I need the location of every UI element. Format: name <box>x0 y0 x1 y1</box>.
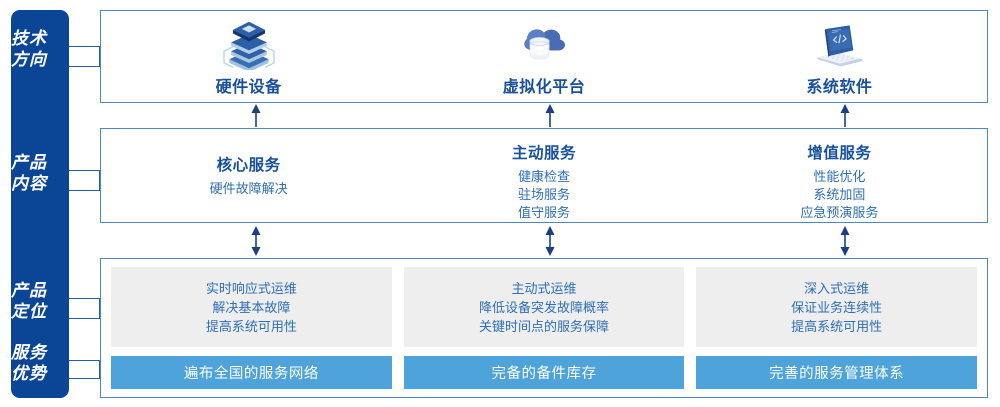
sidebar-label-line2: 内容 <box>11 174 47 193</box>
content-item: 值守服务 <box>517 205 570 220</box>
arrow-up-icon <box>840 104 850 127</box>
arrow-up-down-icon <box>840 226 850 256</box>
bottom-column-1: 实时响应式运维 解决基本故障 提高系统可用性 遍布全国的服务网络 <box>111 267 392 389</box>
position-line: 深入式运维 <box>804 280 870 296</box>
advantage-bar[interactable]: 完备的备件库存 <box>403 356 685 389</box>
sidebar-label-line1: 产品 <box>11 281 47 300</box>
position-line: 保证业务连续性 <box>791 299 883 315</box>
content-title: 主动服务 <box>511 145 576 162</box>
bottom-column-3: 深入式运维 保证业务连续性 提高系统可用性 完善的服务管理体系 <box>696 267 978 389</box>
content-item: 系统加固 <box>813 187 866 202</box>
tech-label-hardware: 硬件设备 <box>215 79 282 96</box>
server-stack-icon <box>222 21 275 70</box>
sidebar-item-product-content[interactable]: 产品 内容 <box>0 152 58 194</box>
sidebar-label-line1: 产品 <box>11 153 47 172</box>
position-line: 关键时间点的服务保障 <box>479 318 610 334</box>
sidebar-item-service-advantage[interactable]: 服务 优势 <box>0 342 58 384</box>
tech-direction-section: 硬件设备 虚拟化平台 <box>100 10 988 103</box>
position-line: 降低设备突发故障概率 <box>479 299 610 315</box>
content-item: 驻场服务 <box>517 187 570 202</box>
laptop-code-icon <box>817 25 863 67</box>
tech-label-system-software: 系统软件 <box>806 79 873 96</box>
arrow-up-down-icon <box>251 226 261 256</box>
position-line: 主动式运维 <box>511 280 577 296</box>
sidebar-label-line1: 技术 <box>11 29 47 48</box>
tech-label-virtualization: 虚拟化平台 <box>502 79 586 96</box>
content-item: 硬件故障解决 <box>209 181 288 196</box>
position-line: 提高系统可用性 <box>791 318 883 334</box>
sidebar-item-product-position[interactable]: 产品 定位 <box>0 280 58 322</box>
sidebar-item-tech-direction[interactable]: 技术 方向 <box>0 28 58 70</box>
connector-bracket-product-position <box>69 298 100 319</box>
position-advantage-section: 实时响应式运维 解决基本故障 提高系统可用性 遍布全国的服务网络 主动式运维 降… <box>100 258 988 398</box>
connector-bracket-tech-direction <box>69 46 100 67</box>
position-card[interactable]: 实时响应式运维 解决基本故障 提高系统可用性 <box>111 267 392 347</box>
connector-bracket-product-content <box>69 170 100 191</box>
content-title: 核心服务 <box>216 157 281 174</box>
content-title: 增值服务 <box>807 145 872 162</box>
tech-column-system-software[interactable]: 系统软件 <box>692 11 987 102</box>
content-item: 健康检查 <box>517 169 570 184</box>
content-column-core-service[interactable]: 核心服务 硬件故障解决 <box>101 129 396 222</box>
category-sidebar <box>11 10 69 398</box>
arrow-up-down-icon <box>545 226 555 256</box>
content-column-proactive-service[interactable]: 主动服务 健康检查 驻场服务 值守服务 <box>396 129 691 222</box>
advantage-bar[interactable]: 完善的服务管理体系 <box>696 356 978 389</box>
cloud-database-icon <box>524 29 565 60</box>
position-line: 解决基本故障 <box>212 299 291 315</box>
position-line: 提高系统可用性 <box>205 318 297 334</box>
sidebar-label-line2: 优势 <box>11 364 47 383</box>
connector-bracket-service-advantage <box>69 360 100 379</box>
content-item: 性能优化 <box>813 169 866 184</box>
sidebar-label-line2: 定位 <box>11 302 47 321</box>
tech-column-virtualization[interactable]: 虚拟化平台 <box>396 11 691 102</box>
bottom-column-2: 主动式运维 降低设备突发故障概率 关键时间点的服务保障 完备的备件库存 <box>403 267 685 389</box>
position-line: 实时响应式运维 <box>205 280 297 296</box>
sidebar-label-line1: 服务 <box>11 343 47 362</box>
product-content-section: 核心服务 硬件故障解决 主动服务 健康检查 驻场服务 值守服务 增值服务 性能优… <box>100 128 988 223</box>
content-item: 应急预演服务 <box>800 205 879 220</box>
tech-column-hardware[interactable]: 硬件设备 <box>101 11 396 102</box>
arrow-up-icon <box>251 104 261 127</box>
position-card[interactable]: 主动式运维 降低设备突发故障概率 关键时间点的服务保障 <box>403 267 685 347</box>
arrow-up-icon <box>545 104 555 127</box>
sidebar-label-line2: 方向 <box>11 50 47 69</box>
content-column-value-added-service[interactable]: 增值服务 性能优化 系统加固 应急预演服务 <box>692 129 987 222</box>
position-card[interactable]: 深入式运维 保证业务连续性 提高系统可用性 <box>696 267 978 347</box>
advantage-bar[interactable]: 遍布全国的服务网络 <box>111 356 392 389</box>
